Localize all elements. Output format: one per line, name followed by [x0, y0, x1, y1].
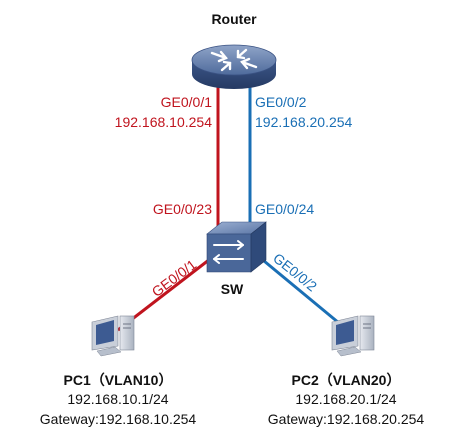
router-ip-right: 192.168.20.254: [255, 114, 353, 130]
router-name: Router: [211, 11, 257, 27]
sw-port-up-right: GE0/0/24: [255, 201, 314, 217]
pc2-ip: 192.168.20.1/24: [295, 391, 396, 407]
pc1-ip: 192.168.10.1/24: [67, 391, 168, 407]
pc1-icon[interactable]: [91, 315, 135, 357]
pc1-name: PC1（VLAN10）: [64, 372, 173, 388]
switch-icon[interactable]: [206, 221, 267, 273]
router-port-left: GE0/0/1: [161, 94, 213, 110]
router-ip-left: 192.168.10.254: [115, 114, 213, 130]
sw-port-down-left: GE0/0/1: [149, 256, 200, 300]
sw-port-up-left: GE0/0/23: [153, 201, 212, 217]
pc2-gateway: Gateway:192.168.20.254: [268, 411, 425, 427]
pc1-gateway: Gateway:192.168.10.254: [40, 411, 197, 427]
router-port-right: GE0/0/2: [255, 94, 307, 110]
router-icon[interactable]: [191, 44, 277, 89]
link-sw-pc2: [257, 254, 346, 330]
pc2-name: PC2（VLAN20）: [292, 372, 401, 388]
pc2-icon[interactable]: [331, 315, 375, 357]
switch-name: SW: [221, 281, 244, 297]
